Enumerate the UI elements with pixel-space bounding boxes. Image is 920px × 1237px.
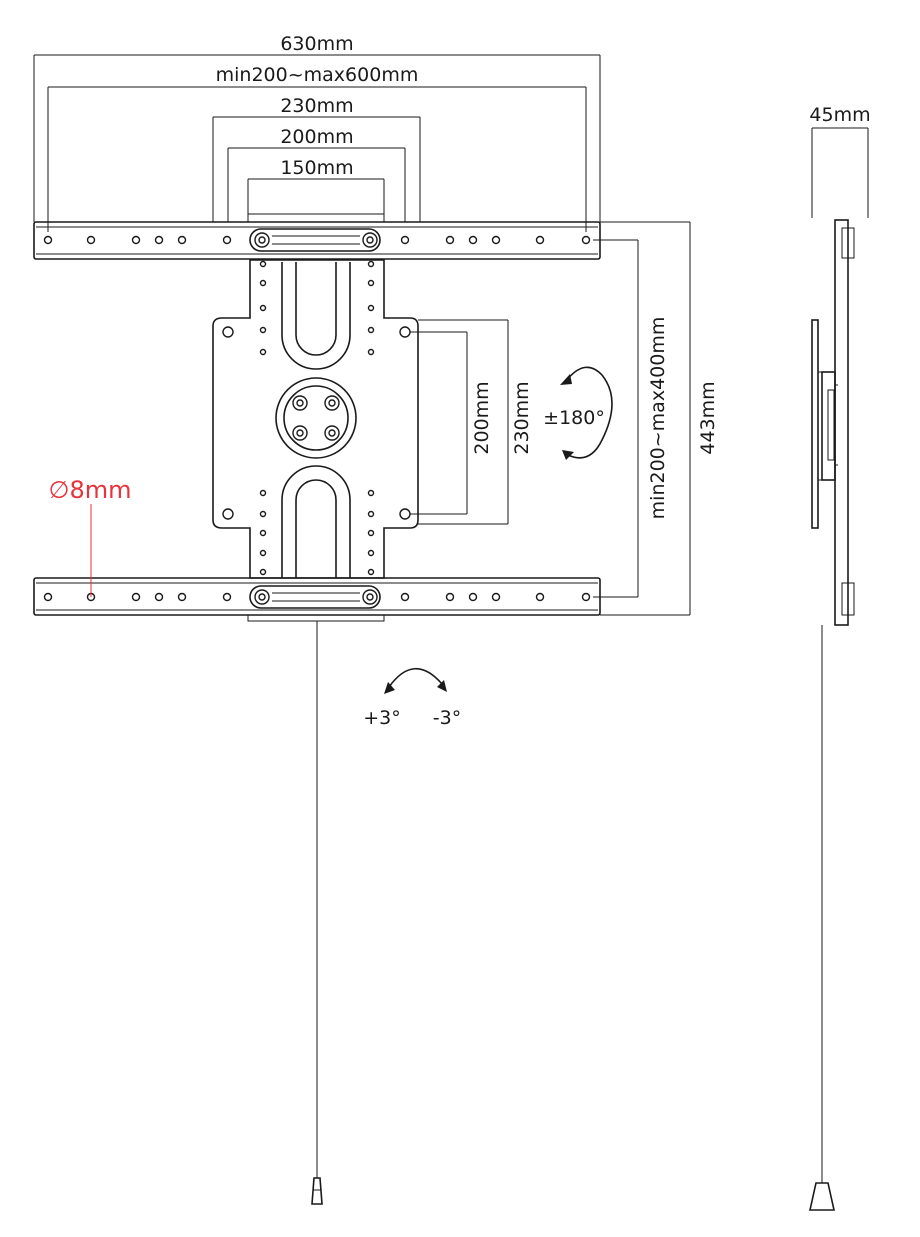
overall-height-label: 443mm [697,381,719,454]
tilt-arrow-icon [384,667,447,694]
tilt-minus-label: -3° [433,707,461,729]
plate-height-200-label: 200mm [471,381,493,454]
vertical-range-label: min200~max400mm [647,317,669,520]
vesa-small-label: 150mm [280,157,353,179]
horizontal-range-label: min200~max600mm [216,64,419,86]
tilt-plus-label: +3° [363,707,401,729]
depth-label: 45mm [809,104,870,126]
side-view: 45mm [809,104,871,1211]
hole-diameter-label: ∅8mm [49,476,132,504]
pull-cord [311,621,323,1205]
plate-height-230-label: 230mm [511,381,533,454]
plate-width-label: 230mm [280,95,353,117]
vesa-mid-label: 200mm [280,126,353,148]
top-rail [33,213,601,260]
rotation-arrow-icon [560,366,613,460]
bottom-rail [33,577,601,622]
overall-width-label: 630mm [280,33,353,55]
plate-side-holes [259,260,375,576]
width-dimensions [33,54,601,232]
rotation-label: ±180° [543,407,605,429]
front-view: 630mm min200~max600mm 230mm 200mm 150mm [33,33,719,1205]
adapter-plate [212,259,419,579]
height-dimensions [410,221,691,616]
